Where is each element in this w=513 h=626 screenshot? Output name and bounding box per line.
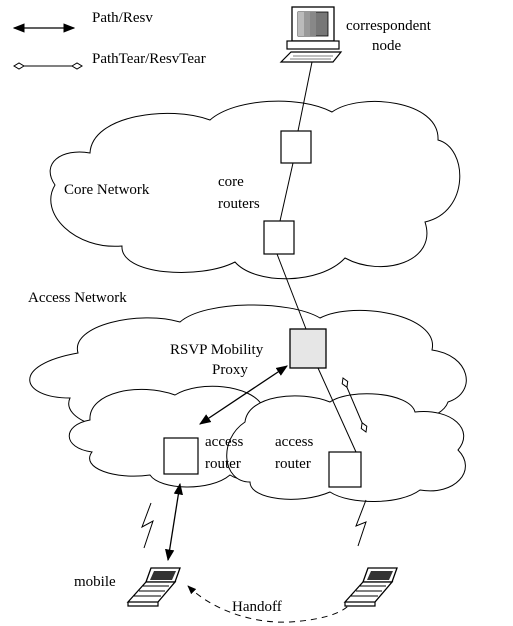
handoff-path bbox=[187, 585, 349, 623]
core-network-label: Core Network bbox=[64, 182, 150, 198]
link-core-proxy bbox=[276, 253, 307, 330]
lightning-bolt-icon bbox=[355, 499, 367, 547]
access-network-label: Access Network bbox=[28, 290, 127, 306]
access-router-left-label-line2: router bbox=[205, 456, 241, 472]
link-core-core bbox=[279, 162, 294, 222]
access-router-left bbox=[163, 437, 199, 475]
core-router-lower bbox=[263, 220, 295, 255]
path-resv-arrow-proxy-to-router bbox=[199, 365, 288, 425]
correspondent-node-label: correspondent bbox=[346, 18, 432, 34]
teardown-legend-label: PathTear/ResvTear bbox=[92, 51, 206, 67]
access-router-right bbox=[328, 451, 362, 488]
mobile-label: mobile bbox=[74, 574, 116, 590]
access-router-right-label: access bbox=[275, 434, 313, 450]
core-network-cloud bbox=[49, 100, 461, 280]
proxy-label: RSVP Mobility bbox=[170, 342, 264, 358]
teardown-arrow bbox=[341, 377, 368, 433]
link-correspondent-core bbox=[297, 61, 313, 132]
proxy-label-line2: Proxy bbox=[212, 362, 248, 378]
desktop-computer-icon bbox=[279, 6, 343, 63]
path-resv-legend-label: Path/Resv bbox=[92, 10, 153, 26]
handoff-label: Handoff bbox=[232, 599, 282, 615]
legend: Path/Resv PathTear/ResvTear bbox=[12, 10, 206, 70]
access-router-left-label: access bbox=[205, 434, 243, 450]
path-resv-arrow-router-to-mobile bbox=[165, 482, 183, 562]
laptop-icon bbox=[126, 567, 181, 607]
core-routers-label-line2: routers bbox=[218, 196, 260, 212]
access-router-right-label-line2: router bbox=[275, 456, 311, 472]
rsvp-mobility-proxy bbox=[289, 328, 327, 369]
lightning-bolt-icon bbox=[141, 502, 154, 549]
correspondent-node-label-line2: node bbox=[372, 38, 402, 54]
link-proxy-access-right bbox=[317, 367, 357, 453]
core-routers-label: core bbox=[218, 174, 244, 190]
laptop-icon bbox=[343, 567, 398, 607]
core-router-upper bbox=[280, 130, 312, 164]
